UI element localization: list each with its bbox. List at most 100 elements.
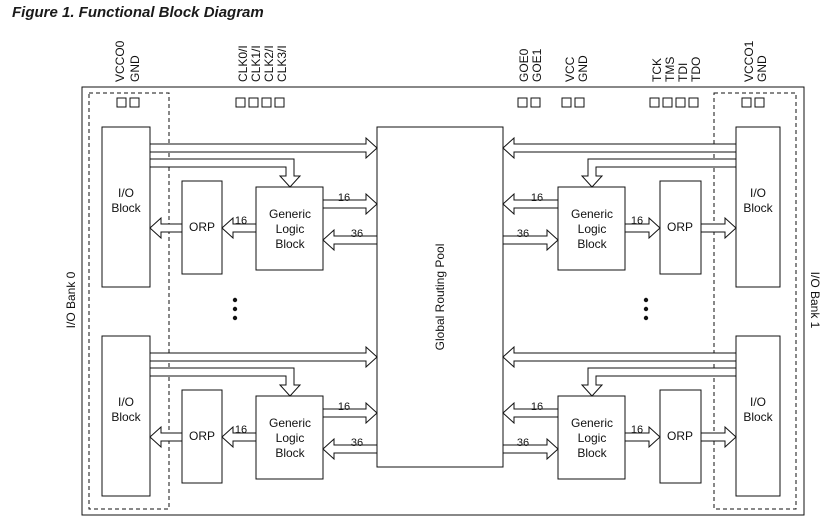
bus-width-36: 36: [517, 228, 529, 240]
glb-label: Generic: [571, 416, 613, 430]
io-block-label: Block: [111, 201, 141, 215]
pin-label-clk1i: CLK1/I: [249, 45, 263, 82]
io-block-label: I/O: [118, 395, 134, 409]
glb-label: Generic: [269, 207, 311, 221]
io-to-glb-arrow: [149, 367, 302, 397]
glb-label: Generic: [571, 207, 613, 221]
orp-to-io-arrow: [149, 425, 183, 449]
glb-label: Logic: [578, 222, 607, 236]
bus-width-36: 36: [351, 437, 363, 449]
glb-to-grp-arrow: [322, 401, 378, 425]
pin-square: [688, 97, 699, 108]
pin-label-vcco0: VCCO0: [113, 40, 127, 82]
io-block-label: I/O: [750, 186, 766, 200]
pin-label-tdi: TDI: [676, 63, 690, 82]
orp-right-bottom: [659, 389, 702, 484]
io-to-glb-arrow: [149, 158, 302, 188]
orp-label: ORP: [667, 429, 693, 443]
glb-label: Logic: [276, 222, 305, 236]
io-block-label: Block: [111, 410, 141, 424]
pin-label-gnd: GND: [128, 55, 142, 82]
orp-right-top: [659, 180, 702, 275]
orp-label: ORP: [667, 220, 693, 234]
io-block-label: Block: [743, 410, 773, 424]
glb-to-grp-arrow: [322, 192, 378, 216]
pin-label-clk3i: CLK3/I: [275, 45, 289, 82]
pin-label-goe0: GOE0: [517, 48, 531, 82]
pin-label-gnd: GND: [755, 55, 769, 82]
orp-to-io-arrow: [700, 425, 737, 449]
orp-to-io-arrow: [700, 216, 737, 240]
glb-right-bottom: [557, 395, 626, 480]
bus-width-16: 16: [338, 192, 350, 204]
io-block-label: I/O: [750, 395, 766, 409]
pin-square: [261, 97, 272, 108]
glb-label: Logic: [578, 431, 607, 445]
bus-width-16: 16: [338, 401, 350, 413]
glb-label: Block: [275, 446, 305, 460]
io-to-glb-arrow: [580, 367, 737, 397]
ellipsis-dot: [643, 297, 649, 303]
pin-label-vcc: VCC: [563, 56, 577, 82]
pin-square: [561, 97, 572, 108]
pin-square: [116, 97, 127, 108]
glb-to-orp-arrow: [624, 216, 661, 240]
io-bank-1-region: [713, 92, 797, 510]
global-routing-pool-label: Global Routing Pool: [433, 244, 447, 351]
ellipsis-dot: [643, 306, 649, 312]
grp-to-glb-arrow: [322, 228, 378, 252]
io-bank-1-label: I/O Bank 1: [808, 272, 822, 329]
io-block-left-top: [101, 126, 151, 288]
glb-to-orp-arrow: [624, 425, 661, 449]
global-routing-pool: [376, 126, 504, 468]
figure-title: Figure 1. Functional Block Diagram: [12, 4, 264, 21]
orp-to-io-arrow: [149, 216, 183, 240]
pin-label-tck: TCK: [650, 58, 664, 82]
pin-square: [235, 97, 246, 108]
bus-width-16: 16: [235, 215, 247, 227]
io-to-grp-arrow: [502, 345, 737, 369]
glb-to-grp-arrow: [502, 192, 559, 216]
pin-square: [274, 97, 285, 108]
bus-width-36: 36: [351, 228, 363, 240]
ellipsis-dot: [232, 315, 238, 321]
pin-label-tms: TMS: [663, 57, 677, 82]
pin-square: [675, 97, 686, 108]
pin-square: [248, 97, 259, 108]
bus-width-16: 16: [631, 215, 643, 227]
bus-width-36: 36: [517, 437, 529, 449]
pin-label-tdo: TDO: [689, 57, 703, 82]
pin-square: [741, 97, 752, 108]
pin-square: [530, 97, 541, 108]
pin-square: [517, 97, 528, 108]
grp-to-glb-arrow: [502, 437, 559, 461]
ellipsis-dot: [232, 306, 238, 312]
io-block-right-bottom: [735, 335, 781, 497]
glb-label: Block: [577, 446, 607, 460]
io-block-right-top: [735, 126, 781, 288]
io-block-label: I/O: [118, 186, 134, 200]
bus-width-16: 16: [235, 424, 247, 436]
pin-square: [574, 97, 585, 108]
pin-square: [649, 97, 660, 108]
pin-label-clk0i: CLK0/I: [236, 45, 250, 82]
orp-label: ORP: [189, 429, 215, 443]
io-to-grp-arrow: [502, 136, 737, 160]
io-to-grp-arrow: [149, 345, 378, 369]
io-block-label: Block: [743, 201, 773, 215]
pin-square: [754, 97, 765, 108]
pin-square: [662, 97, 673, 108]
io-to-glb-arrow: [580, 158, 737, 188]
pin-label-gnd: GND: [576, 55, 590, 82]
pin-label-goe1: GOE1: [530, 48, 544, 82]
ellipsis-dot: [643, 315, 649, 321]
bus-width-16: 16: [531, 192, 543, 204]
bus-width-16: 16: [631, 424, 643, 436]
glb-to-grp-arrow: [502, 401, 559, 425]
io-bank-0-region: [88, 92, 170, 510]
glb-left-top: [255, 186, 324, 271]
glb-label: Generic: [269, 416, 311, 430]
glb-label: Block: [275, 237, 305, 251]
glb-to-orp-arrow: [221, 425, 257, 449]
